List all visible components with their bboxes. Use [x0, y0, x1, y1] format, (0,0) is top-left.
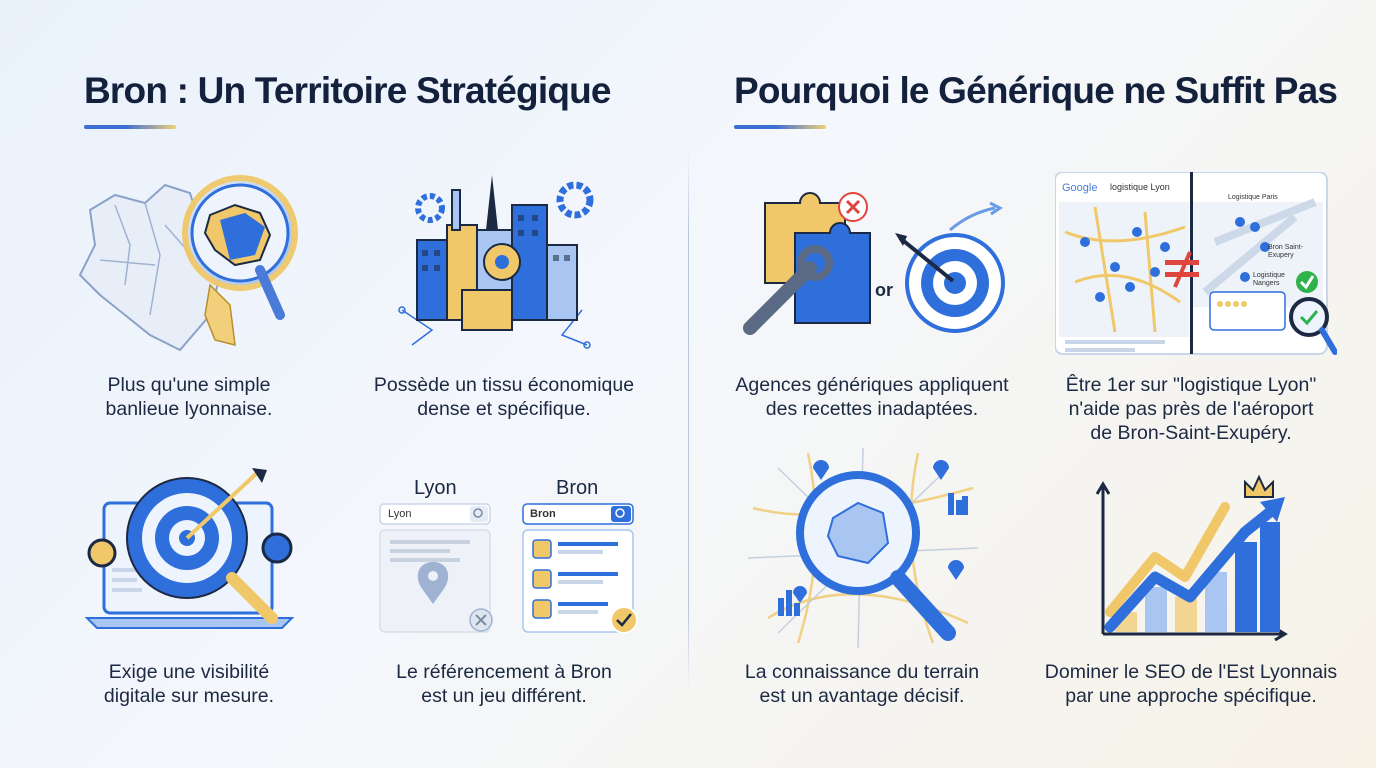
card-caption-8: Dominer le SEO de l'Est Lyonnais par une… [1026, 660, 1356, 708]
caption-line: Agences génériques appliquent [735, 374, 1009, 396]
caption-line: banlieue lyonnaise. [105, 398, 273, 420]
or-label: or [875, 280, 893, 300]
section-title-left: Bron : Un Territoire Stratégique [84, 70, 612, 111]
caption-line: dense et spécifique. [417, 398, 591, 420]
card-caption-7: La connaissance du terrain est un avanta… [697, 660, 1027, 708]
caption-line: Plus qu'une simple [107, 374, 271, 396]
map-label: Logistique Nangers [1253, 272, 1285, 287]
lyon-search-input-text: Lyon [388, 508, 412, 520]
card-caption-3: Agences génériques appliquent des recett… [707, 373, 1037, 421]
search-results-comparison-icon [1054, 171, 1338, 362]
card-caption-2: Possède un tissu économique dense et spé… [339, 373, 669, 421]
caption-line: par une approche spécifique. [1065, 685, 1317, 707]
caption-line: est un avantage décisif. [759, 685, 965, 707]
map-magnifier-pins-icon [747, 447, 979, 653]
card-caption-5: Exige une visibilité digitale sur mesure… [24, 660, 354, 708]
map-label: Logistique Paris [1228, 194, 1278, 201]
caption-line: Le référencement à Bron [396, 661, 612, 683]
laptop-target-icon [82, 458, 297, 643]
title-underline-right [734, 125, 826, 129]
google-query: logistique Lyon [1110, 182, 1170, 192]
caption-line: digitale sur mesure. [103, 685, 275, 707]
caption-line: des recettes inadaptées. [765, 398, 979, 420]
bron-search-input-text: Bron [530, 508, 556, 520]
lyon-vs-bron-search-icon [378, 502, 643, 647]
bron-label: Bron [556, 477, 599, 499]
puzzle-vs-target-icon [735, 178, 1015, 353]
section-title-right: Pourquoi le Générique ne Suffit Pas [734, 70, 1338, 111]
google-logo: Google [1062, 182, 1098, 194]
growth-chart-crown-icon [1095, 462, 1295, 647]
caption-line: Dominer le SEO de l'Est Lyonnais [1044, 661, 1338, 683]
caption-line: de Bron-Saint-Exupéry. [1090, 422, 1292, 444]
caption-line: est un jeu différent. [421, 685, 587, 707]
caption-line: Possède un tissu économique [373, 374, 635, 396]
card-caption-6: Le référencement à Bron est un jeu diffé… [339, 660, 669, 708]
caption-line: La connaissance du terrain [744, 661, 980, 683]
map-label: Bron Saint-Exupery [1268, 244, 1304, 259]
caption-line: Exige une visibilité [108, 661, 270, 683]
column-divider [688, 150, 689, 690]
caption-line: Être 1er sur "logistique Lyon" [1065, 374, 1317, 396]
title-underline-left [84, 125, 176, 129]
caption-line: n'aide pas près de l'aéroport [1068, 398, 1314, 420]
card-caption-1: Plus qu'une simple banlieue lyonnaise. [24, 373, 354, 421]
industrial-city-icon [392, 170, 602, 360]
lyon-label: Lyon [414, 477, 457, 499]
map-magnifier-icon [70, 165, 310, 365]
card-caption-4: Être 1er sur "logistique Lyon" n'aide pa… [1026, 373, 1356, 445]
